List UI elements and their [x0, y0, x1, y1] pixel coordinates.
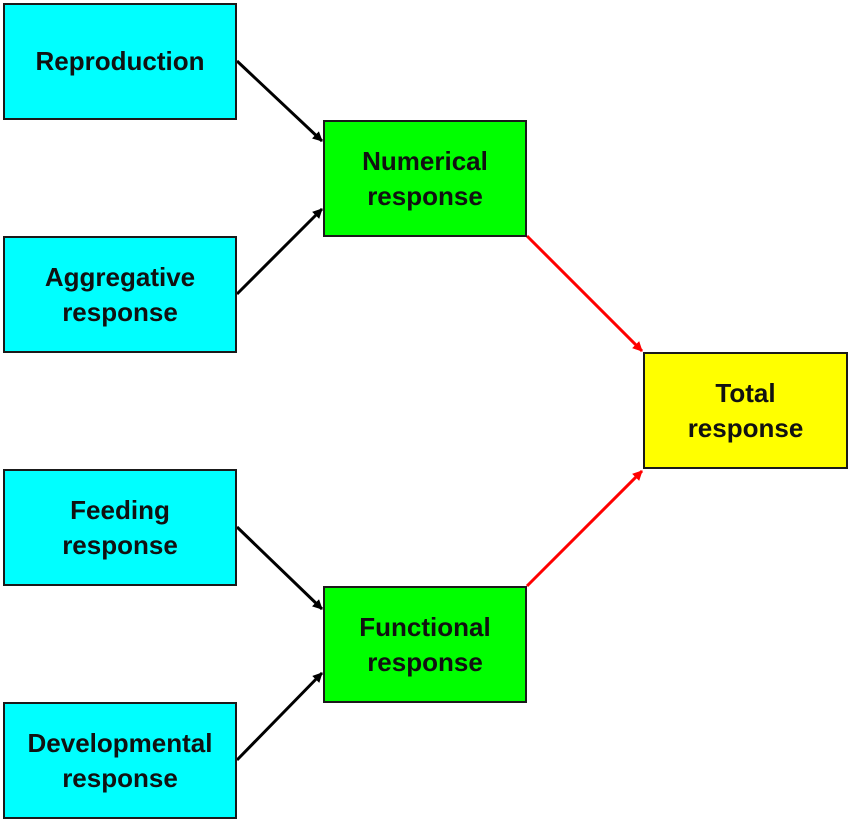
- node-functional-response-label: Functional response: [359, 611, 491, 677]
- node-total-response-label: Total response: [687, 377, 804, 443]
- node-reproduction-label: Reproduction: [35, 46, 205, 76]
- node-feeding-response: Feeding response: [3, 469, 237, 586]
- node-aggregative-response: Aggregative response: [3, 236, 237, 353]
- node-functional-response: Functional response: [323, 586, 527, 703]
- arrow-reproduction-to-numerical: [235, 59, 324, 143]
- node-reproduction: Reproduction: [3, 3, 237, 120]
- node-developmental-response: Developmental response: [3, 702, 237, 819]
- node-numerical-response: Numerical response: [323, 120, 527, 237]
- node-numerical-response-label: Numerical response: [362, 145, 488, 211]
- node-total-response: Total response: [643, 352, 848, 469]
- arrow-numerical-to-total: [525, 234, 644, 353]
- arrow-developmental-to-functional: [235, 671, 324, 762]
- arrow-functional-to-total: [525, 469, 644, 588]
- node-aggregative-response-label: Aggregative response: [44, 261, 196, 327]
- node-developmental-response-label: Developmental response: [27, 727, 213, 793]
- node-feeding-response-label: Feeding response: [62, 494, 178, 560]
- arrow-aggregative-to-numerical: [235, 207, 324, 296]
- arrow-feeding-to-functional: [235, 525, 324, 611]
